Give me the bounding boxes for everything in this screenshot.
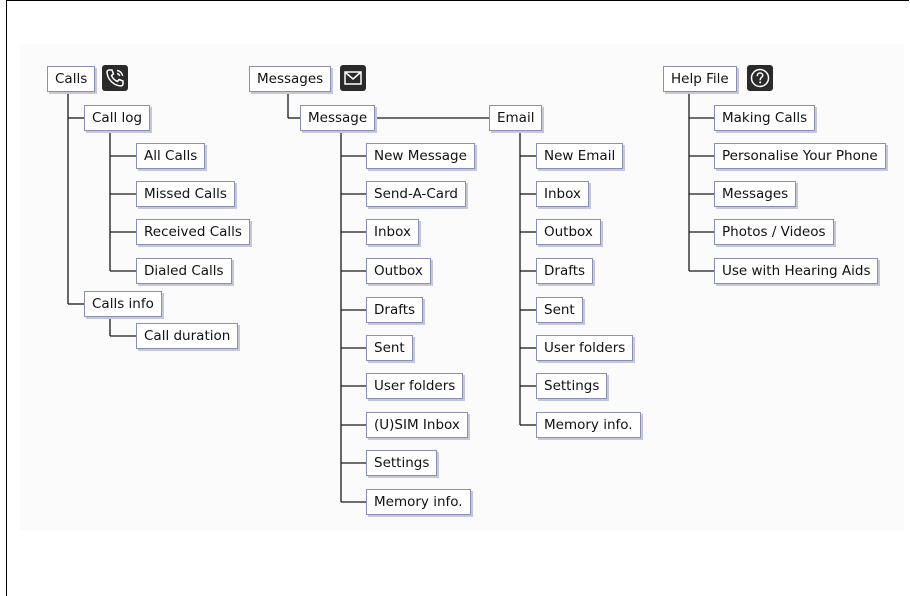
hearing-aids-node[interactable]: Use with Hearing Aids [714, 258, 879, 284]
diagram-frame [6, 0, 909, 596]
send-a-card-node[interactable]: Send-A-Card [366, 181, 466, 207]
email-outbox-node[interactable]: Outbox [536, 219, 601, 245]
envelope-icon [340, 65, 366, 91]
help-file-root[interactable]: Help File [663, 66, 737, 92]
message-settings-node[interactable]: Settings [366, 450, 438, 476]
photos-videos-node[interactable]: Photos / Videos [714, 219, 834, 245]
email-sent-node[interactable]: Sent [536, 297, 583, 323]
all-calls-node[interactable]: All Calls [136, 143, 206, 169]
message-memory-info-node[interactable]: Memory info. [366, 489, 471, 515]
messages-root[interactable]: Messages [249, 66, 332, 92]
email-settings-node[interactable]: Settings [536, 373, 608, 399]
email-inbox-node[interactable]: Inbox [536, 181, 589, 207]
calls-root[interactable]: Calls [47, 66, 96, 92]
message-node[interactable]: Message [300, 105, 376, 131]
email-drafts-node[interactable]: Drafts [536, 258, 594, 284]
email-memory-info-node[interactable]: Memory info. [536, 412, 641, 438]
usim-inbox-node[interactable]: (U)SIM Inbox [366, 412, 468, 438]
call-log-node[interactable]: Call log [84, 105, 151, 131]
message-user-folders-node[interactable]: User folders [366, 373, 464, 399]
phone-icon [102, 65, 128, 91]
call-duration-node[interactable]: Call duration [136, 323, 239, 349]
calls-info-node[interactable]: Calls info [84, 291, 162, 317]
making-calls-node[interactable]: Making Calls [714, 105, 816, 131]
missed-calls-node[interactable]: Missed Calls [136, 181, 235, 207]
message-drafts-node[interactable]: Drafts [366, 297, 424, 323]
new-email-node[interactable]: New Email [536, 143, 624, 169]
help-messages-node[interactable]: Messages [714, 181, 797, 207]
email-node[interactable]: Email [489, 105, 543, 131]
new-message-node[interactable]: New Message [366, 143, 475, 169]
help-icon [747, 65, 773, 91]
message-inbox-node[interactable]: Inbox [366, 219, 419, 245]
message-sent-node[interactable]: Sent [366, 335, 413, 361]
personalise-phone-node[interactable]: Personalise Your Phone [714, 143, 886, 169]
received-calls-node[interactable]: Received Calls [136, 219, 250, 245]
dialed-calls-node[interactable]: Dialed Calls [136, 258, 232, 284]
email-user-folders-node[interactable]: User folders [536, 335, 634, 361]
message-outbox-node[interactable]: Outbox [366, 258, 431, 284]
